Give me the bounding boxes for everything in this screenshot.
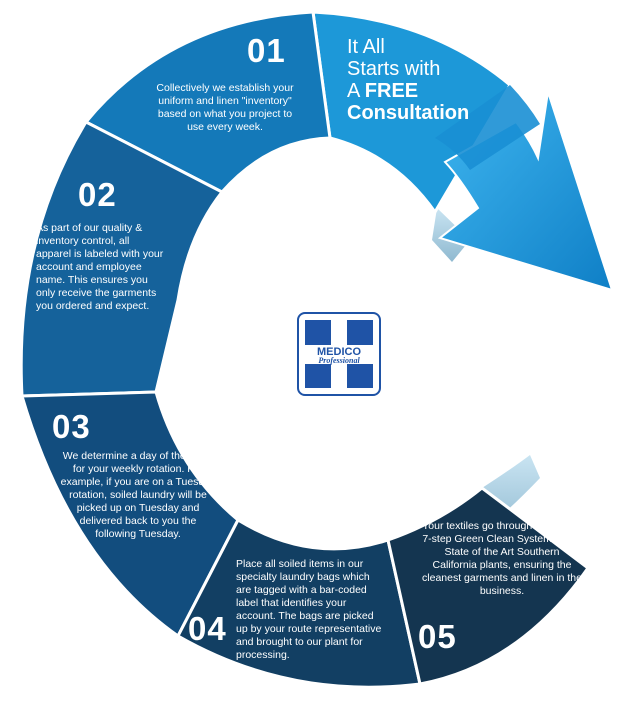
medico-professional-logo: MEDICO Professional: [297, 312, 381, 396]
step-02-number: 02: [78, 176, 117, 213]
step-02-text: As part of our quality & inventory contr…: [36, 222, 164, 312]
step-01-text: Collectively we establish your uniform a…: [156, 82, 294, 133]
step-04-text: Place all soiled items in our specialty …: [236, 558, 382, 661]
step-01-segment: [83, 10, 332, 194]
step-01-number: 01: [247, 32, 286, 69]
intro-line-1: It All: [347, 36, 385, 58]
intro-line-4: Consultation: [347, 102, 470, 124]
cycle-arrow-shaft: [435, 85, 540, 170]
step-03-text: We determine a day of the week for your …: [60, 450, 216, 540]
intro-line-2: Starts with: [347, 58, 441, 80]
intro-line-3-prefix: A: [347, 80, 365, 102]
step-04-segment: [176, 517, 422, 689]
step-03-number: 03: [52, 408, 91, 445]
step-02-segment: [19, 120, 225, 398]
intro-free-word: FREE: [364, 80, 419, 102]
step-05-text: Your textiles go through a rigorous 7-st…: [422, 520, 582, 597]
intro-line-3: A FREE: [347, 80, 469, 102]
step-05-segment: [386, 486, 591, 686]
step-04-number: 04: [188, 610, 227, 647]
intro-heading: It All Starts with A FREE Consultation: [347, 36, 469, 124]
step-05-number: 05: [418, 618, 457, 655]
logo-line-1: MEDICO: [317, 346, 361, 358]
step-03-segment: [20, 390, 240, 639]
logo-line-2: Professional: [318, 356, 360, 365]
